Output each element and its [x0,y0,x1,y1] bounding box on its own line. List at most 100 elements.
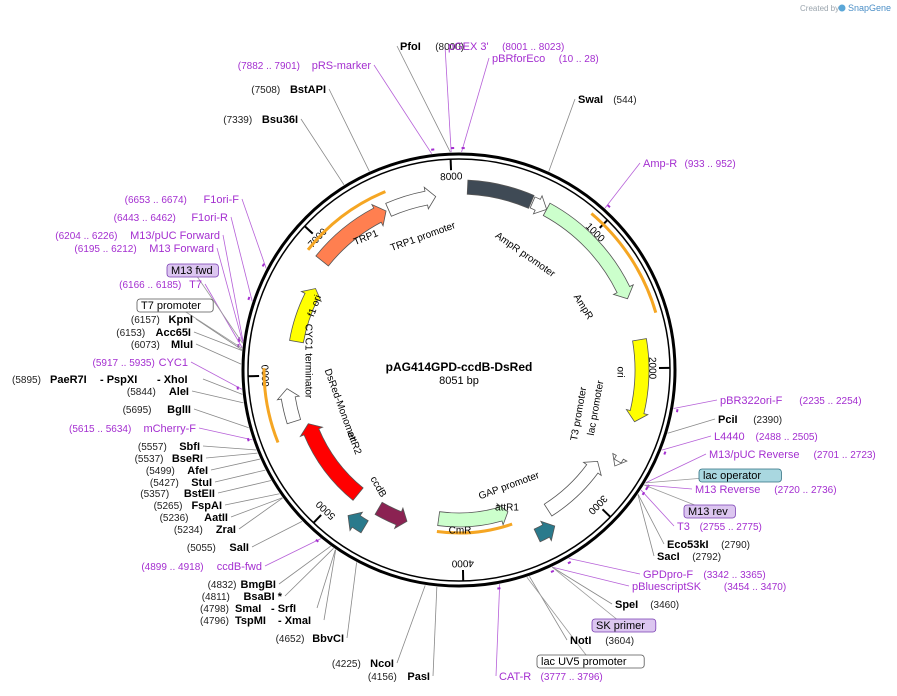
boxed-feature-label[interactable]: M13 rev [683,504,736,519]
primer-label[interactable]: M13/pUC Forward(6204 .. 6226) [55,230,220,242]
feature-attr1[interactable] [533,520,556,543]
label-name: ZraI [216,524,236,536]
feature-cen-ars[interactable] [466,179,535,209]
primer-label[interactable]: M13 Forward(6195 .. 6212) [74,243,214,255]
enzyme-label[interactable]: BseRI(5537) [135,453,203,465]
enzyme-label[interactable]: ZraI(5234) [174,524,236,536]
feature-lac-promoter[interactable] [612,452,628,467]
leader-line [637,494,655,557]
label-name: SbfI [179,441,200,453]
label-position: (2792) [692,552,721,563]
leader-line [195,318,243,351]
label-name: - XmaI [278,615,311,627]
label-position: (5236) [160,513,189,524]
enzyme-label[interactable]: BbvCI(4652) [276,633,344,645]
boxed-feature-label[interactable]: lac UV5 promoter [536,654,645,669]
feature-trp1-promoter[interactable] [385,186,437,217]
enzyme-label[interactable]: PfoI(8000) [400,41,464,53]
label-name: Amp-R [643,158,677,170]
primer-label[interactable]: M13 Reverse(2720 .. 2736) [695,484,837,496]
feature-trp1[interactable] [315,203,387,267]
feature-label: CYC1 terminator [302,324,313,399]
leader-line [190,361,243,390]
credit-brand: SnapGene [848,3,891,13]
label-name: MluI [171,339,193,351]
enzyme-label[interactable]: MluI (6073) [131,339,193,351]
primer-label[interactable]: T7(6166 .. 6185) [119,279,202,291]
enzyme-label[interactable]: PasI(4156) [368,671,430,683]
backbone-inner [247,158,671,582]
feature-ccdb[interactable] [374,501,408,530]
feature-ampr-promoter[interactable] [529,194,548,215]
enzyme-label[interactable]: BstEII(5357) [140,488,215,500]
label-name: pGEX 3' [448,41,489,53]
enzyme-label[interactable]: PaeR7I- PspXI- XhoI(5895) [12,374,188,386]
enzyme-label[interactable]: AatII(5236) [160,512,228,524]
label-box [683,504,736,519]
leader-line [645,453,707,484]
enzyme-label[interactable]: SalI(5055) [187,542,249,554]
boxed-feature-label[interactable]: T7 promoter [136,298,214,313]
primer-label[interactable]: mCherry-F(5615 .. 5634) [69,423,196,435]
feature-label: AmpR promoter [493,230,558,280]
enzyme-label[interactable]: BsaBI *(4811) [202,591,283,603]
enzyme-label[interactable]: StuI(5427) [150,477,212,489]
enzyme-label[interactable]: BmgBI(4832) [208,579,276,591]
enzyme-label[interactable]: TspMI- XmaI(4796) [200,615,311,627]
leader-line [667,418,716,434]
feature-ampr[interactable] [542,202,635,300]
primer-label[interactable]: pBluescriptSK(3454 .. 3470) [632,581,786,593]
primer-label[interactable]: F1ori-R(6443 .. 6462) [114,212,228,224]
enzyme-label[interactable]: BstAPI(7508) [251,84,326,96]
feature-attr2[interactable] [347,511,369,534]
enzyme-label[interactable]: SacI(2792) [657,551,721,563]
boxed-feature-label[interactable]: SK primer [591,618,657,633]
label-position: (5499) [146,466,175,477]
feature-cyc1-terminator[interactable] [276,388,302,425]
boxed-feature-label[interactable]: M13 fwd [166,263,219,278]
primer-label[interactable]: pBRforEco(10 .. 28) [492,53,599,65]
primer-label[interactable]: F1ori-F(6653 .. 6674) [125,194,240,206]
enzyme-label[interactable]: AleI(5844) [127,386,189,398]
enzyme-label[interactable]: SwaI(544) [578,94,637,106]
leader-line [323,549,337,621]
primer-label[interactable]: T3(2755 .. 2775) [677,521,762,533]
boxed-feature-label[interactable]: lac operator [698,468,782,483]
enzyme-label[interactable]: Bsu36I(7339) [223,114,298,126]
feature-dsred-monomer[interactable] [299,423,364,501]
enzyme-label[interactable]: NotI(3604) [570,635,634,647]
enzyme-label[interactable]: PciI(2390) [718,414,782,426]
label-position: (5557) [138,442,167,453]
primer-label[interactable]: ccdB-fwd(4899 .. 4918) [141,561,262,573]
primer-label[interactable]: Amp-R(933 .. 952) [643,158,736,170]
enzyme-label[interactable]: AfeI(5499) [146,465,208,477]
primer-label[interactable]: pRS-marker(7882 .. 7901) [238,60,372,72]
enzyme-label[interactable]: Eco53kI(2790) [667,539,750,551]
label-position: (6073) [131,340,160,351]
enzyme-label[interactable]: SmaI- SrfI(4798) [200,603,296,615]
enzyme-label[interactable]: SbfI (5557) [138,441,200,453]
enzyme-label[interactable]: FspAI(5265) [154,500,222,512]
feature-label: DsRed-Monomer [322,367,359,443]
enzyme-label[interactable]: Acc65I(6153) [116,327,191,339]
primer-label[interactable]: pGEX 3'(8001 .. 8023) [448,41,564,53]
primer-label[interactable]: pBR322ori-F(2235 .. 2254) [720,395,862,407]
enzyme-label[interactable]: NcoI(4225) [332,658,394,670]
label-position: (5357) [140,489,169,500]
feature-f1-ori[interactable] [289,288,322,344]
primer-label[interactable]: L4440(2488 .. 2505) [714,431,818,443]
feature-cmr[interactable] [437,502,509,528]
enzyme-label[interactable]: SpeI(3460) [615,599,679,611]
label-position: (7508) [251,85,280,96]
primer-label[interactable]: CYC1(5917 .. 5935) [93,357,188,369]
primer-label[interactable]: M13/pUC Reverse(2701 .. 2723) [709,449,876,461]
enzyme-label[interactable]: BglII(5695) [123,404,191,416]
leader-line [264,538,322,567]
label-name: F1ori-R [191,212,228,224]
primer-label[interactable]: CAT-R(3777 .. 3796) [499,671,603,683]
label-name: TspMI [235,615,266,627]
feature-gap-promoter[interactable] [543,460,602,517]
feature-ori[interactable] [625,338,650,423]
primer-label[interactable]: GPDpro-F(3342 .. 3365) [643,569,766,581]
enzyme-label[interactable]: KpnI(6157) [131,314,193,326]
